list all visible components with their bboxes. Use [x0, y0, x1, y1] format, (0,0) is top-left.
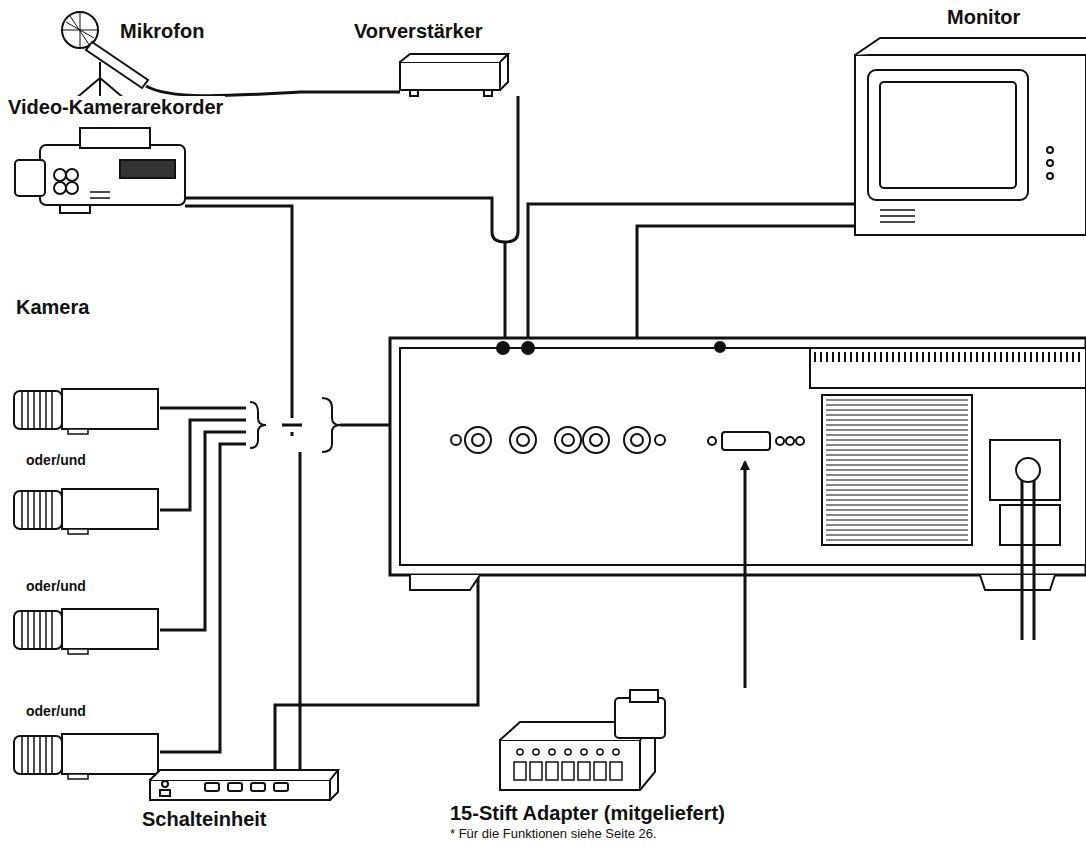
device-label: Kamera	[14, 296, 91, 319]
device-label: Mikrofon	[118, 20, 206, 43]
device-label: 15-Stift Adapter (mitgeliefert)	[448, 802, 727, 825]
device-label: Monitor	[945, 6, 1022, 29]
monitor	[855, 38, 1086, 235]
preamplifier	[400, 54, 508, 96]
device-label: oder/und	[24, 578, 88, 594]
device-label: oder/und	[24, 703, 88, 719]
device-label: Schalteinheit	[140, 808, 268, 831]
device-label: Vorverstärker	[352, 20, 485, 43]
footnote: * Für die Funktionen siehe Seite 26.	[448, 827, 659, 842]
camcorder	[15, 128, 185, 213]
device-label: oder/und	[24, 452, 88, 468]
pin-adapter	[500, 690, 665, 790]
vcr-rear-panel	[390, 338, 1086, 590]
device-label: Video-Kamerarekorder	[6, 96, 225, 119]
switching-unit	[140, 770, 338, 800]
